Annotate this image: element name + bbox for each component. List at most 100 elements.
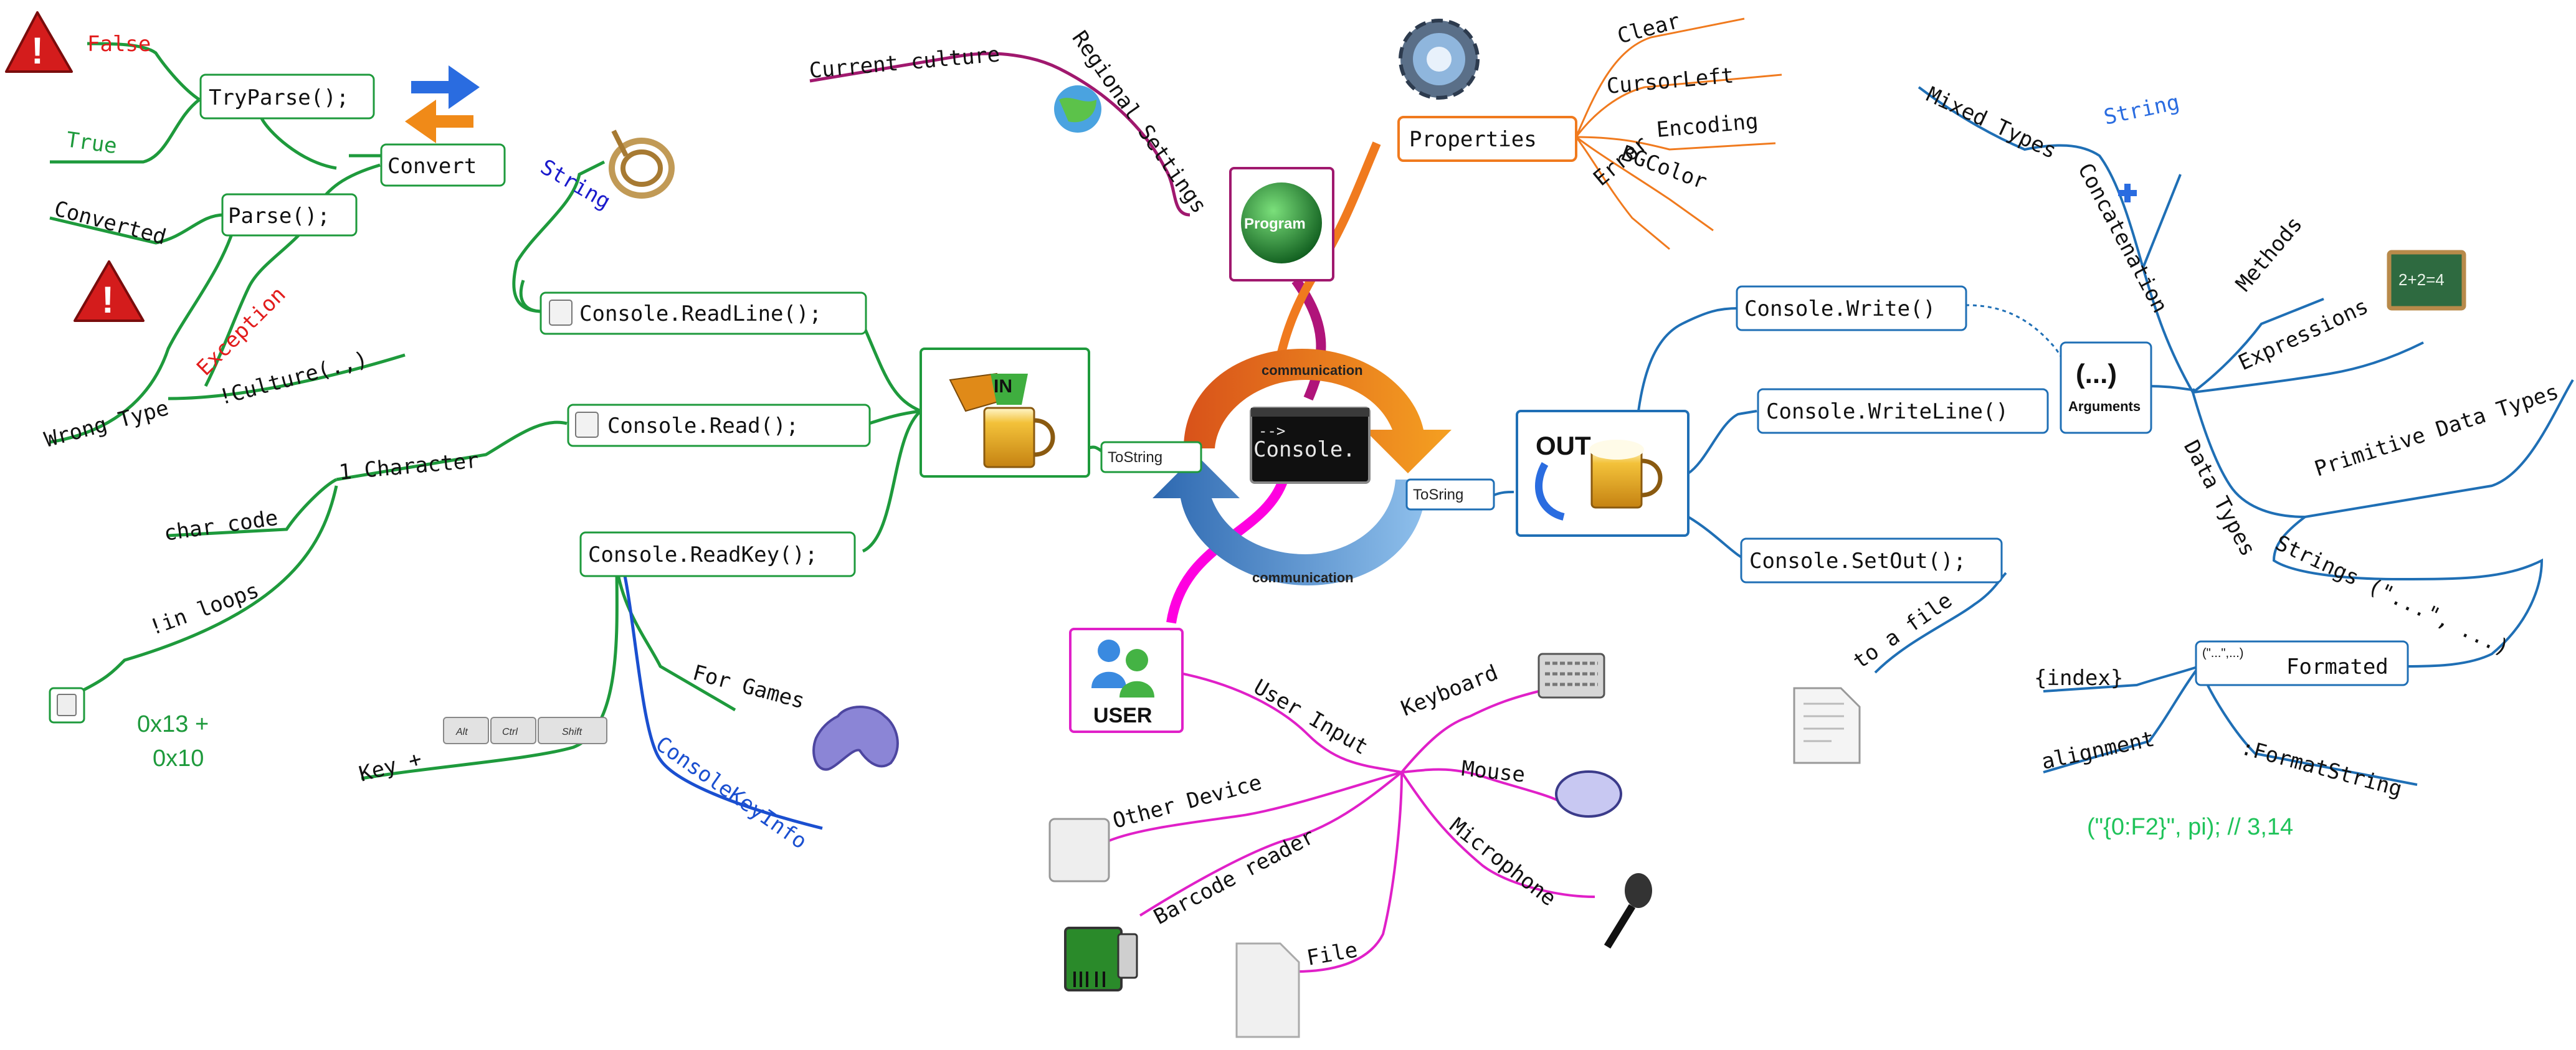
consolekeyinfo-label: ConsoleKeyInfo [651, 732, 812, 854]
branch-for-games [615, 566, 736, 712]
exception-label: Exception [192, 282, 291, 381]
property-cursorleft: CursorLeft [1605, 63, 1734, 99]
note-icon [549, 300, 573, 326]
for-games-label: For Games [690, 660, 807, 714]
warning-icon: ! [74, 260, 145, 322]
formated-node[interactable]: ("...",...) Formated [2195, 640, 2409, 686]
tosring-node[interactable]: ToSring [1405, 478, 1495, 511]
convert-node[interactable]: Convert [380, 143, 506, 187]
tostring-label: ToString [1108, 449, 1162, 466]
mouse-icon [1555, 770, 1622, 818]
rope-icon [609, 130, 675, 199]
branch-in-loops [80, 485, 338, 693]
modifier-keys: Alt Ctrl Shift [443, 717, 607, 744]
writeline-label: Console.WriteLine() [1766, 399, 2008, 424]
program-label: Program [1244, 215, 1306, 232]
cycle-arrow-bottom [1153, 455, 1427, 585]
beer-in-icon: IN [949, 372, 1055, 468]
read-label: Console.Read(); [607, 414, 799, 438]
writeline-node[interactable]: Console.WriteLine() [1757, 388, 2049, 434]
arguments-label: Arguments [2068, 399, 2141, 414]
key-plus-label: Key + [356, 747, 424, 787]
setout-node[interactable]: Console.SetOut(); [1740, 537, 2003, 584]
formated-box-label: ("...",...) [2202, 646, 2243, 660]
tryparse-node[interactable]: TryParse(); [199, 73, 375, 120]
branch-consolekeyinfo [621, 566, 823, 830]
false-label: False [87, 32, 151, 57]
readline-label: Console.ReadLine(); [579, 301, 822, 326]
alt-key: Alt [455, 727, 468, 737]
branch-char-code [168, 478, 338, 537]
note-icon [575, 412, 599, 438]
microphone-label: Microphone [1445, 813, 1561, 912]
parse-node[interactable]: Parse(); [221, 193, 358, 237]
globe-tools-icon [1054, 85, 1101, 133]
user-node[interactable]: USER [1069, 628, 1184, 733]
branch-wrong-type [49, 217, 239, 444]
program-branches [809, 52, 1326, 624]
arguments-node[interactable]: (...) Arguments [2060, 341, 2152, 434]
barcode-label: Barcode reader [1149, 824, 1319, 930]
branch-culture [168, 353, 406, 400]
to-a-file-label: to a file [1848, 588, 1957, 674]
one-char-label: 1 Character [338, 448, 480, 485]
svg-text:!: ! [102, 279, 114, 321]
culture-label: !Culture(.,) [216, 346, 371, 410]
users-icon [1091, 640, 1154, 698]
tryparse-label: TryParse(); [209, 85, 349, 110]
communication-cycle: communication communication --> Console. [1153, 349, 1452, 585]
setout-label: Console.SetOut(); [1749, 549, 1966, 574]
beer-out-icon [1589, 440, 1663, 509]
note-icon [49, 687, 85, 724]
mixed-types-label: Mixed Types [1922, 82, 2060, 164]
hard-drive-icon [1048, 818, 1110, 882]
tosring-label: ToSring [1413, 486, 1463, 503]
write-node[interactable]: Console.Write() [1736, 285, 1967, 331]
user-label: USER [1093, 704, 1152, 727]
example-label: ("{0:F2}", pi); // 3,14 [2087, 814, 2293, 840]
properties-label: Properties [1409, 127, 1537, 152]
tostring-node[interactable]: ToString [1100, 441, 1202, 473]
current-culture-label: Current culture [808, 42, 1000, 83]
methods-label: Methods [2231, 212, 2307, 296]
console-prompt: --> [1258, 422, 1285, 440]
document-icon [1793, 687, 1861, 764]
properties-node[interactable]: Properties [1397, 116, 1577, 162]
out-node[interactable]: OUT [1516, 410, 1690, 537]
branch-convert-parse [204, 163, 381, 387]
readkey-node[interactable]: Console.ReadKey(); [579, 531, 856, 577]
branch-one-char [336, 420, 568, 481]
primitive-label: Primitive Data Types [2311, 379, 2562, 482]
barcode-reader-icon [1064, 927, 1138, 991]
branch-false [87, 42, 201, 102]
readline-node[interactable]: Console.ReadLine(); [539, 291, 867, 335]
read-node[interactable]: Console.Read(); [567, 404, 871, 447]
arguments-symbol: (...) [2076, 359, 2117, 389]
svg-text:!: ! [31, 30, 44, 72]
user-input-label: User Input [1250, 674, 1372, 760]
chalkboard-text: 2+2=4 [2398, 270, 2445, 289]
in-label: IN [994, 376, 1012, 397]
branch-string [512, 160, 606, 313]
plus-icon [2118, 184, 2137, 202]
mouse-label: Mouse [1460, 756, 1526, 787]
wrong-type-label: Wrong Type [42, 395, 171, 453]
hex-label-2: 0x10 [153, 745, 204, 772]
communication-bottom: communication [1252, 570, 1354, 585]
keyboard-icon [1538, 653, 1605, 699]
convert-label: Convert [387, 154, 477, 179]
warning-icon: ! [5, 11, 73, 73]
branch-readkey [862, 410, 922, 553]
branch-true [50, 98, 201, 164]
keyboard-label: Keyboard [1397, 660, 1501, 721]
chalkboard-icon: 2+2=4 [2387, 250, 2466, 311]
concatenation-label: Concatenation [2073, 159, 2172, 317]
in-node[interactable]: IN [920, 348, 1090, 478]
property-clear: Clear [1615, 9, 1683, 49]
hex-label: 0x13 + [137, 711, 209, 737]
true-label: True [65, 127, 119, 159]
program-node[interactable]: Program [1229, 167, 1334, 281]
console-icon: --> Console. [1250, 407, 1371, 484]
